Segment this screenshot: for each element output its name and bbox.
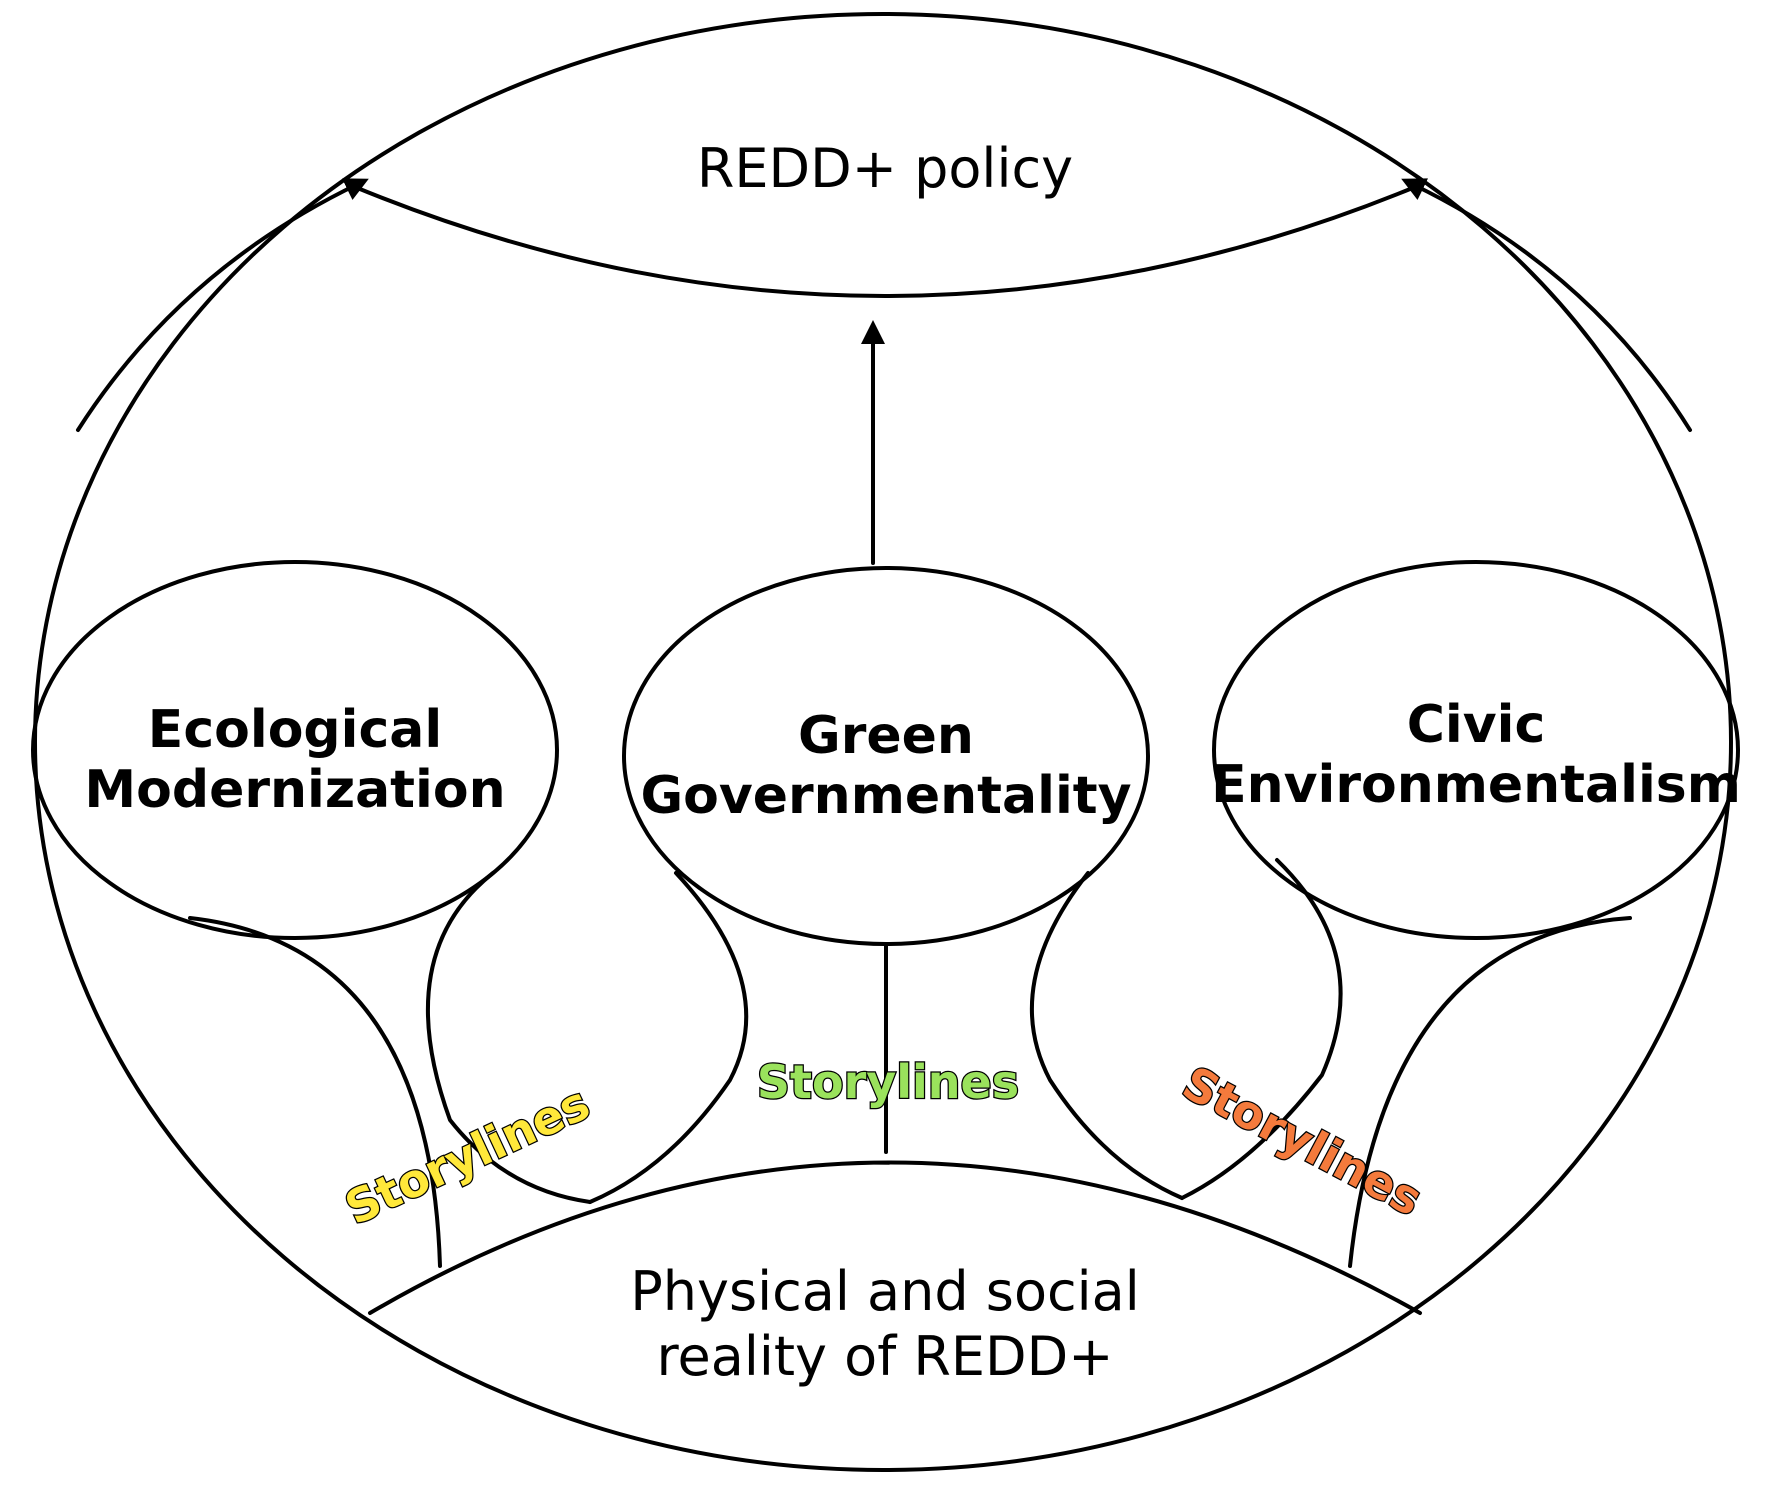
ecological-modernization-label-1: Ecological	[148, 700, 442, 760]
green-governmentality-ellipse	[622, 566, 1150, 946]
policy-label: REDD+ policy	[697, 137, 1073, 200]
storylines-civic-label: Storylines	[1174, 1055, 1431, 1226]
civic-left-curve	[1180, 858, 1343, 1200]
eco-left-curve	[188, 916, 442, 1268]
left-arrow	[76, 178, 369, 432]
ecological-modernization-label-2: Modernization	[84, 760, 505, 820]
civic-right-curve	[1348, 916, 1632, 1268]
right-arrow	[1401, 178, 1692, 432]
reality-arc	[368, 1160, 1422, 1315]
civic-environmentalism-label-1: Civic	[1407, 695, 1546, 755]
policy-arc	[353, 185, 1417, 298]
ecological-modernization-ellipse	[31, 560, 559, 940]
civic-environmentalism-ellipse	[1212, 560, 1740, 940]
storylines-ecological-label: Storylines	[337, 1076, 598, 1236]
eco-right-curve	[425, 871, 592, 1204]
reality-label-2: reality of REDD+	[657, 1325, 1114, 1388]
green-governmentality-label-1: Green	[798, 706, 974, 766]
storylines-green-label: Storylines	[757, 1055, 1019, 1109]
civic-environmentalism-label-2: Environmentalism	[1211, 755, 1741, 815]
green-right-curve	[1029, 871, 1184, 1200]
green-governmentality-label-2: Governmentality	[640, 766, 1131, 826]
reality-label-1: Physical and social	[630, 1260, 1140, 1323]
green-left-curve	[588, 871, 749, 1204]
